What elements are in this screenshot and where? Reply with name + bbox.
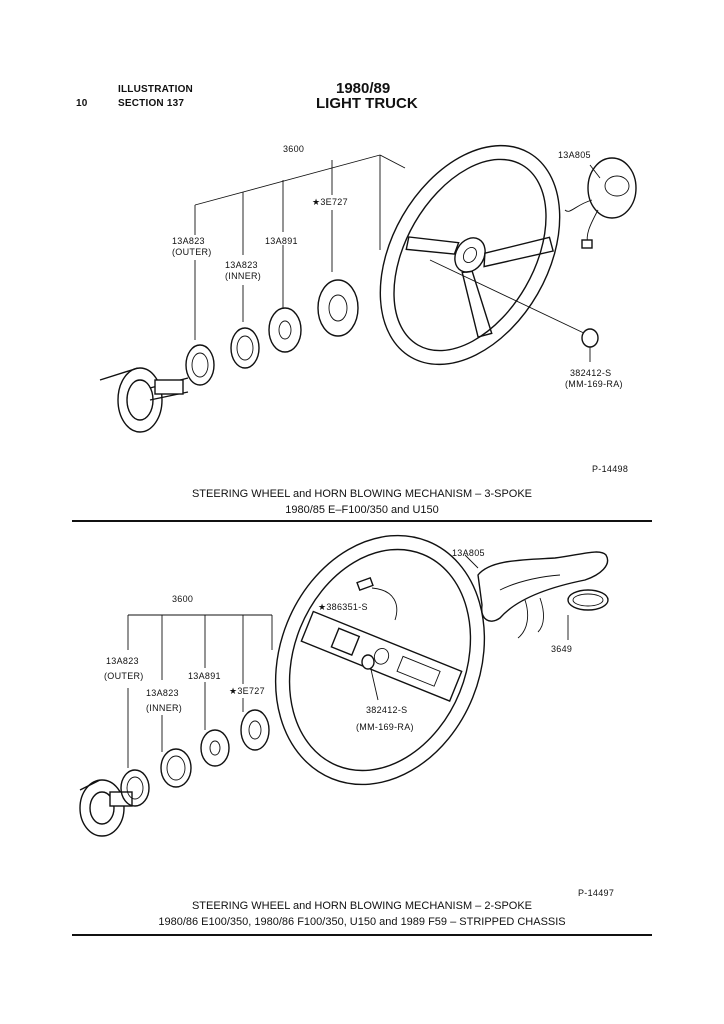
- label-13a823-inner-fig2: 13A823: [146, 688, 179, 698]
- figure1-leader-lines: [194, 154, 601, 362]
- figure2-ford-emblem-3649: [567, 589, 609, 611]
- label-13a891-fig1: 13A891: [265, 236, 298, 246]
- figure2-leader-lines: [127, 554, 569, 768]
- label-3e727-fig2: ★3E727: [229, 686, 265, 696]
- label-13a805-fig2: 13A805: [452, 548, 485, 558]
- figure1-nut-382412: [581, 328, 599, 348]
- figure1-caption-models: 1980/85 E–F100/350 and U150: [285, 504, 439, 516]
- label-inner-fig2: (INNER): [146, 703, 183, 713]
- label-outer-fig1: (OUTER): [172, 247, 212, 257]
- label-3600-fig2: 3600: [172, 594, 194, 604]
- label-mm169-fig1: (MM-169-RA): [565, 379, 623, 389]
- header-year: 1980/89: [336, 80, 391, 97]
- label-13a823-inner-fig1: 13A823: [225, 260, 258, 270]
- header-section-label: SECTION 137: [118, 98, 185, 109]
- label-outer-fig2: (OUTER): [104, 671, 144, 681]
- figure1-ring-inner: [230, 327, 260, 369]
- figure1-column-shaft: [99, 367, 189, 433]
- label-inner-fig1: (INNER): [225, 271, 262, 281]
- figure2-ring-outer: [120, 769, 150, 807]
- figure1-ring-outer: [185, 344, 215, 386]
- page-number: 10: [76, 98, 88, 109]
- figure2-ring-inner: [160, 748, 192, 788]
- figure1-caption-title: STEERING WHEEL and HORN BLOWING MECHANIS…: [191, 488, 533, 500]
- label-mm169-fig2: (MM-169-RA): [356, 722, 414, 732]
- figure2-divider: [72, 934, 652, 936]
- figure2-nut-382412: [361, 654, 375, 670]
- figure1-hub-3e727: [317, 279, 359, 337]
- page-title: LIGHT TRUCK: [316, 95, 418, 112]
- figure1-steering-wheel: [379, 144, 561, 366]
- figure1-divider: [72, 520, 652, 522]
- label-3649-fig2: 3649: [551, 644, 573, 654]
- label-386351-fig2: ★386351-S: [318, 602, 368, 612]
- label-3600-fig1: 3600: [283, 144, 305, 154]
- label-3e727-fig1: ★3E727: [312, 197, 348, 207]
- header-illustration-label: ILLUSTRATION: [118, 84, 193, 95]
- figure2-horn-pad-13a805: [477, 551, 609, 639]
- figure2-hub-3e727: [240, 709, 270, 751]
- label-382412-fig2: 382412-S: [366, 705, 408, 715]
- figure1-plate-13a891: [268, 307, 302, 353]
- label-13a805-fig1: 13A805: [558, 150, 591, 160]
- figure2-caption-title: STEERING WHEEL and HORN BLOWING MECHANIS…: [191, 900, 533, 912]
- figure2-column-shaft: [79, 779, 133, 837]
- plate-number-fig2: P-14497: [578, 888, 615, 898]
- figure1-horn-button-13a805: [564, 157, 637, 249]
- label-382412-fig1: 382412-S: [570, 368, 612, 378]
- label-13a823-outer-fig1: 13A823: [172, 236, 205, 246]
- label-13a823-outer-fig2: 13A823: [106, 656, 139, 666]
- figure2-caption-models: 1980/86 E100/350, 1980/86 F100/350, U150…: [158, 916, 566, 928]
- figure2-screw-386351: [356, 576, 374, 592]
- figure2-plate-13a891: [200, 729, 230, 767]
- label-13a891-fig2: 13A891: [188, 671, 221, 681]
- figure2-steering-wheel: [274, 534, 486, 786]
- plate-number-fig1: P-14498: [592, 464, 629, 474]
